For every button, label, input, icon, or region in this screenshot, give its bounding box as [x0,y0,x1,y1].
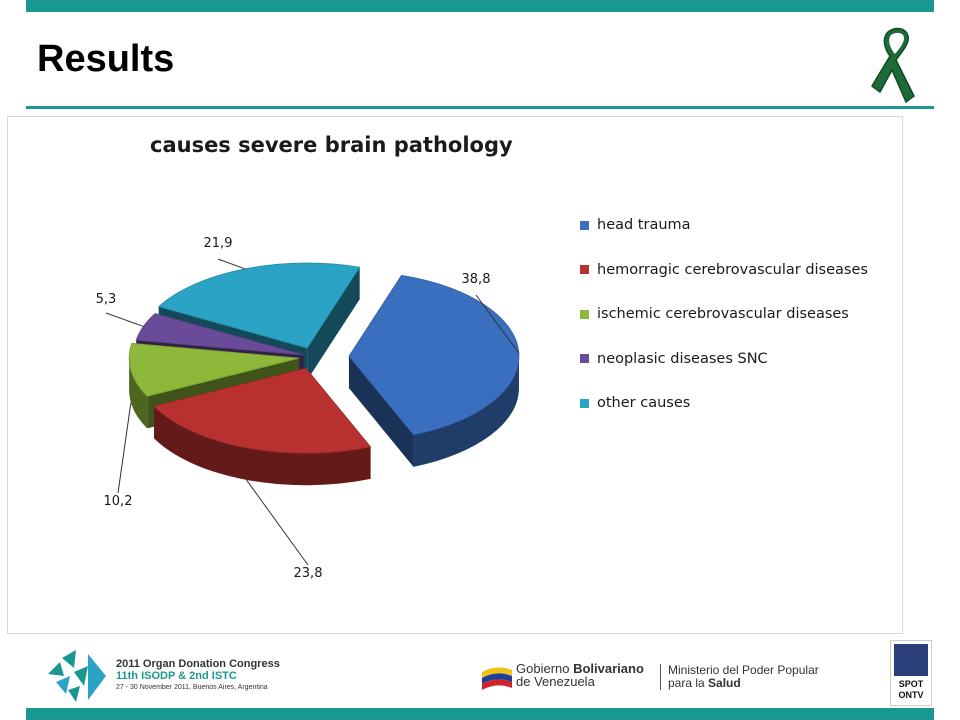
data-label: 21,9 [204,236,233,251]
legend-swatch [580,398,589,408]
legend-item-hemorragic: hemorragic cerebrovascular diseases [580,259,910,281]
bottom-accent-bar [26,708,934,720]
data-label-leader [217,258,246,270]
congress-logo-icon [48,650,106,702]
data-label-leader [475,294,520,354]
legend-item-other-causes: other causes [580,392,910,414]
data-label-leader [245,479,309,566]
chart-frame: 38,8 23,8 10,2 5,3 21,9 [7,116,903,634]
footer-divider [660,664,661,690]
legend-item-neoplasic: neoplasic diseases SNC [580,348,910,370]
pie-slice-2 [128,342,300,397]
congress-name: 2011 Organ Donation Congress [116,658,280,670]
ministry-name: Ministerio del Poder Popular para la Sal… [668,664,819,690]
ministry-line2b: Salud [708,676,741,690]
footer: 2011 Organ Donation Congress 11th ISODP … [26,640,934,708]
ministry-line1: Ministerio del Poder Popular [668,663,819,677]
pie-slice-edge [129,358,148,429]
pie-slice-wall [348,356,414,467]
chart-title: causes severe brain pathology [150,133,513,157]
pie-slice-edge [154,406,371,486]
legend-swatch [580,354,589,363]
legend-swatch [580,265,589,274]
top-accent-bar [26,0,934,12]
pie-tops [128,262,520,454]
chart-legend: head trauma hemorragic cerebrovascular d… [580,214,910,437]
legend-label: hemorragic cerebrovascular diseases [597,261,868,278]
spot-line2: ONTV [898,690,924,700]
spot-logo-icon [894,644,928,676]
data-label: 10,2 [104,494,133,509]
page-title: Results [37,38,175,80]
pie-slice-wall [307,267,360,381]
awareness-ribbon-icon [871,27,915,104]
data-label: 5,3 [96,292,117,307]
legend-label: other causes [597,395,691,411]
government-name: Gobierno Bolivariano de Venezuela [516,662,644,688]
legend-swatch [580,220,589,230]
data-label-leader [105,312,144,327]
pie-slice-3 [135,313,304,356]
title-underline [26,106,934,109]
legend-label: head trauma [597,217,691,233]
ministry-line2a: para la [668,676,709,690]
venezuela-flag-icon [482,667,512,690]
congress-text: 2011 Organ Donation Congress 11th ISODP … [116,658,280,691]
pie-slice-1 [153,367,372,454]
spot-text: SPOT ONTV [891,679,931,701]
pie-chart: 38,8 23,8 10,2 5,3 21,9 [96,236,520,581]
data-label: 23,8 [294,566,323,581]
legend-item-ischemic: ischemic cerebrovascular diseases [580,303,910,325]
gov-line1b: Bolivariano [573,661,644,676]
congress-date: 27 - 30 November 2011, Buenos Aires, Arg… [116,684,268,691]
legend-label: neoplasic diseases SNC [597,350,768,367]
legend-label: ischemic cerebrovascular diseases [597,306,849,322]
legend-item-head-trauma: head trauma [580,214,910,236]
data-label: 38,8 [462,272,491,287]
pie-slice-edge [413,356,519,467]
spot-logo: SPOT ONTV [890,640,932,706]
data-label-leader [117,402,132,494]
gov-line2: de Venezuela [516,674,595,689]
spot-line1: SPOT [898,679,924,689]
congress-edition: 11th ISODP & 2nd ISTC [116,670,237,682]
legend-swatch [580,309,589,319]
gov-line1a: Gobierno [516,661,574,676]
